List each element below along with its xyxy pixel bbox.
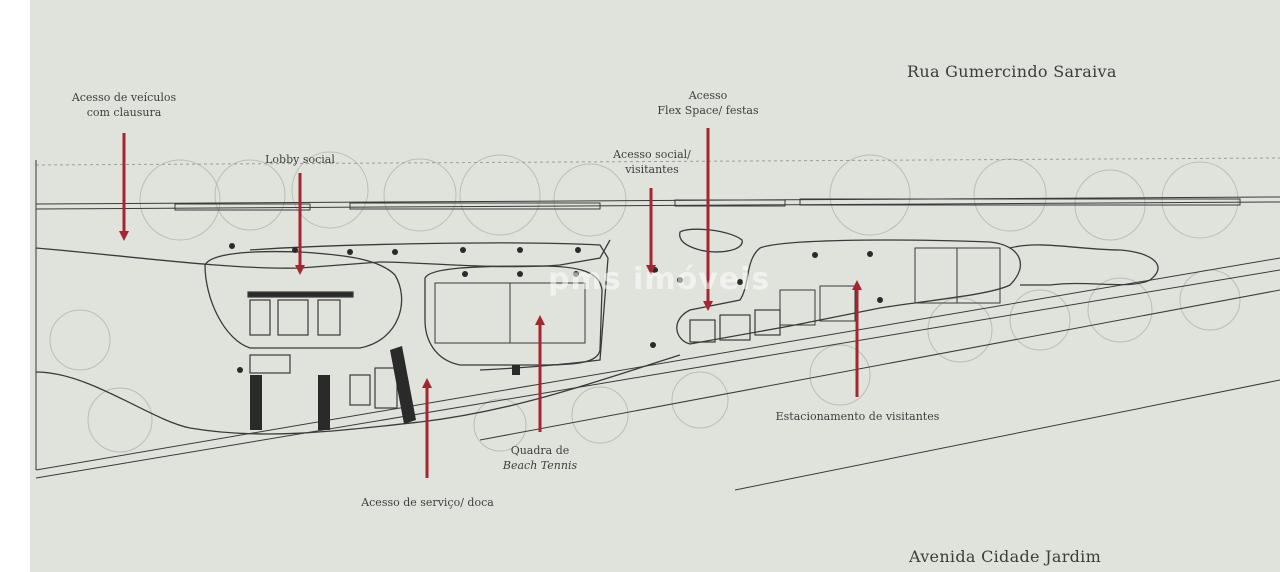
street-lines (35, 157, 1280, 491)
label-lobby: Lobby social (265, 153, 335, 166)
building-cores (247, 291, 781, 409)
site-plan-board (30, 0, 1280, 572)
label-visitor-parking: Estacionamento de visitantes (775, 410, 940, 423)
street-label-bottom: Avenida Cidade Jardim (909, 547, 1102, 566)
street-label-top: Rua Gumercindo Saraiva (907, 62, 1117, 81)
access-arrows (119, 128, 862, 478)
watermark-logo: pms imóveis (548, 262, 771, 297)
site-boundary (35, 228, 1159, 435)
label-vehicle-access: Acesso de veículos com clausura (71, 91, 177, 119)
label-flex-access: Acesso Flex Space/ festas (657, 89, 759, 117)
label-beach-tennis: Quadra de Beach Tennis (502, 444, 578, 472)
tennis-courts (434, 247, 1001, 344)
wall-blocks (250, 346, 520, 430)
label-service-access: Acesso de serviço/ doca (361, 496, 494, 509)
tree-canopies (49, 151, 1241, 453)
label-social-access: Acesso social/ visitantes (613, 148, 691, 176)
